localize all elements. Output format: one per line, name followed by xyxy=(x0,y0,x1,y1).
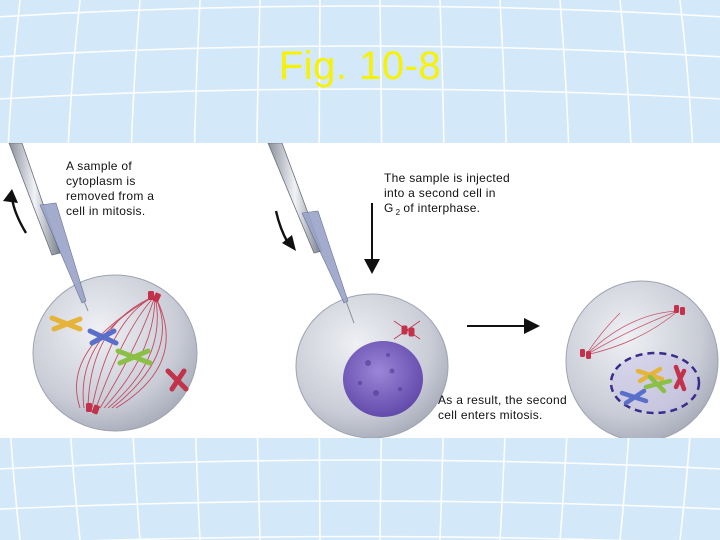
resulting-cell xyxy=(565,280,719,438)
centrosome-bottom xyxy=(86,403,100,415)
centrosome-right xyxy=(674,305,685,315)
caption-sample-injected: The sample is injected into a second cel… xyxy=(384,171,510,217)
caption-sample-removed: A sample of cytoplasm is removed from a … xyxy=(66,159,155,218)
diagram-panel: A sample of cytoplasm is removed from a … xyxy=(0,143,720,438)
centrosome-interphase xyxy=(393,320,421,340)
nucleus xyxy=(343,341,423,417)
chromosomes xyxy=(49,315,189,392)
centrosome-top xyxy=(148,291,161,303)
injection-arrow-curved xyxy=(274,210,296,251)
result-arrow-right xyxy=(467,318,540,334)
centrosome-left xyxy=(580,349,591,359)
mitotic-cell xyxy=(32,274,198,432)
interphase-cell xyxy=(295,293,449,438)
micropipette-left xyxy=(8,143,89,312)
micropipette-middle xyxy=(267,143,355,324)
mitosis-diagram xyxy=(3,143,719,438)
removal-arrow xyxy=(3,189,28,234)
figure-title: Fig. 10-8 xyxy=(278,44,442,88)
injection-arrow-down xyxy=(364,203,380,274)
caption-result: As a result, the second cell enters mito… xyxy=(438,393,567,422)
